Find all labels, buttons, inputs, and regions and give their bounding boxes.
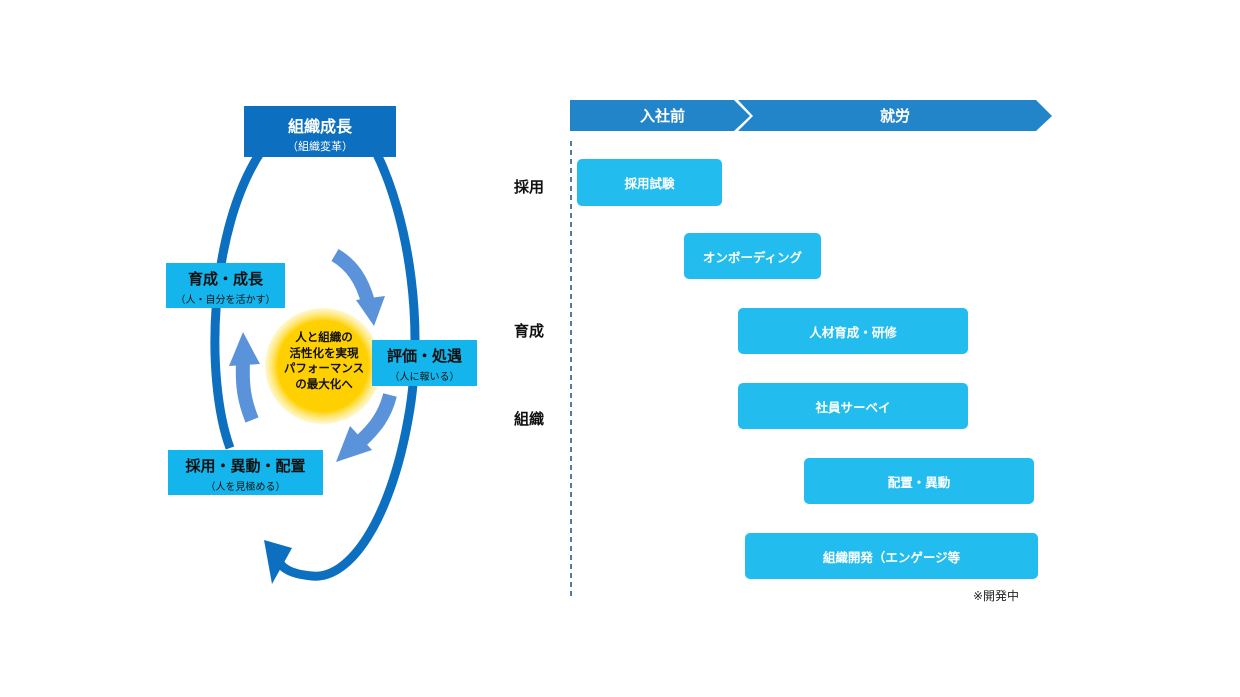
box-organization-growth-subtitle: （組織変革） — [287, 140, 353, 153]
bar-organization-development: 組織開発（エンゲージ等 — [745, 533, 1038, 579]
bar-placement-transfer: 配置・異動 — [804, 458, 1034, 504]
bar-talent-development-training: 人材育成・研修 — [738, 308, 968, 354]
box-hiring-transfer-placement: 採用・異動・配置 （人を見極める） — [168, 450, 323, 495]
bar-hiring-exam: 採用試験 — [577, 159, 722, 206]
box-hiring-transfer-placement-title: 採用・異動・配置 — [185, 457, 306, 475]
inner-arrow-bottom-right — [357, 393, 397, 446]
inner-arrow-left-up-head — [229, 332, 260, 366]
box-organization-growth: 組織成長 （組織変革） — [244, 106, 396, 157]
box-evaluation-treatment-title: 評価・処遇 — [386, 347, 462, 365]
center-message-line: 人と組織の — [295, 330, 353, 344]
center-message: 人と組織の 活性化を実現 パフォーマンス の最大化へ — [269, 330, 379, 392]
bar-onboarding: オンボーディング — [684, 233, 821, 279]
center-message-line: 活性化を実現 — [289, 345, 359, 360]
row-label-organization: 組織 — [514, 410, 545, 428]
center-message-line: の最大化へ — [295, 376, 353, 391]
row-label-hiring: 採用 — [514, 178, 545, 196]
inner-arrow-left-up — [235, 361, 259, 423]
box-organization-growth-title: 組織成長 — [287, 117, 352, 136]
box-development-growth-title: 育成・成長 — [187, 270, 263, 288]
phase-label-before-joining: 入社前 — [639, 107, 685, 125]
outer-cycle-arrowhead — [264, 540, 292, 584]
box-evaluation-treatment-subtitle: （人に報いる） — [389, 372, 460, 383]
inner-arrow-bottom-right-head — [336, 426, 372, 462]
inner-arrow-top-right — [331, 248, 375, 304]
center-sun — [265, 308, 381, 424]
phase-bar-working — [738, 100, 1052, 131]
inner-arrow-top-right-head — [356, 296, 385, 326]
bar-employee-survey: 社員サーベイ — [738, 383, 968, 429]
note-in-development: ※開発中 — [973, 589, 1020, 603]
center-message-line: パフォーマンス — [283, 361, 365, 375]
row-label-development: 育成 — [514, 322, 545, 340]
box-development-growth-subtitle: （人・自分を活かす） — [175, 295, 276, 306]
box-hiring-transfer-placement-subtitle: （人を見極める） — [205, 482, 286, 493]
box-development-growth: 育成・成長 （人・自分を活かす） — [166, 263, 285, 308]
phase-label-working: 就労 — [879, 107, 910, 125]
box-evaluation-treatment: 評価・処遇 （人に報いる） — [372, 340, 477, 386]
phase-bar-before-joining — [570, 100, 750, 131]
